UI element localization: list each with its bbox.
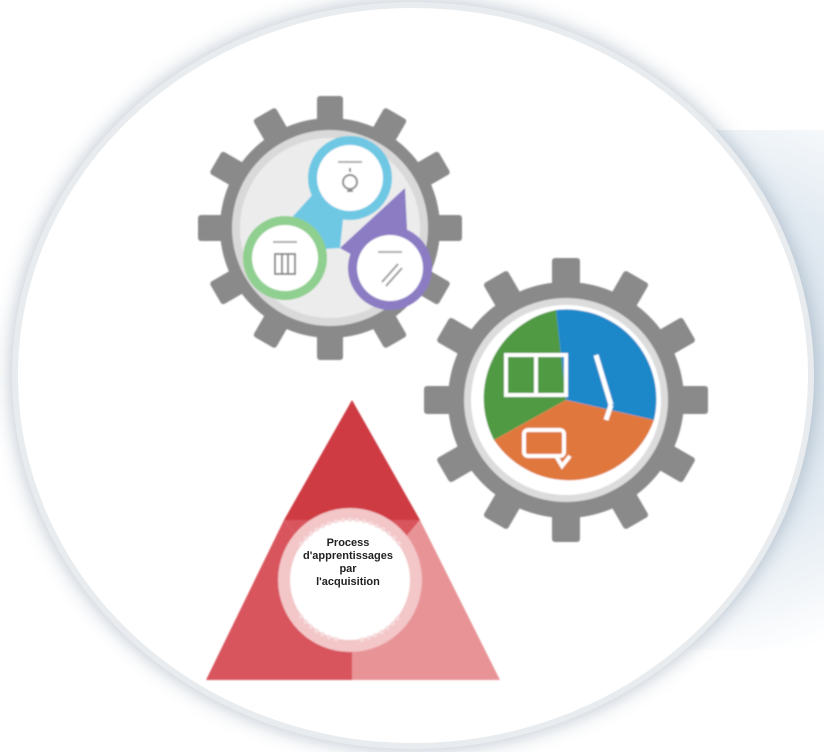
title-line-4: l'acquisition: [316, 576, 380, 588]
segment-bottom: [494, 400, 654, 481]
pencil-icon: [381, 263, 403, 287]
pen-icon: [593, 354, 614, 421]
building-icon: [274, 253, 296, 275]
book-icon: [504, 353, 568, 397]
triangle-top-section: [284, 400, 420, 520]
title-line-2: d'apprentissages: [302, 550, 394, 562]
gear-top: [198, 96, 462, 360]
speech-bubble-icon: [522, 428, 572, 470]
title-line-3: par: [339, 563, 357, 575]
gear-bottom: [424, 258, 708, 542]
segment-left: [483, 310, 566, 440]
triangle-center-title: Process d'apprentissages par l'acquisiti…: [290, 537, 406, 589]
lightbulb-icon: [342, 168, 358, 192]
title-line-1: Process: [326, 537, 370, 549]
segment-right: [556, 309, 657, 420]
process-triangle: [206, 400, 500, 680]
